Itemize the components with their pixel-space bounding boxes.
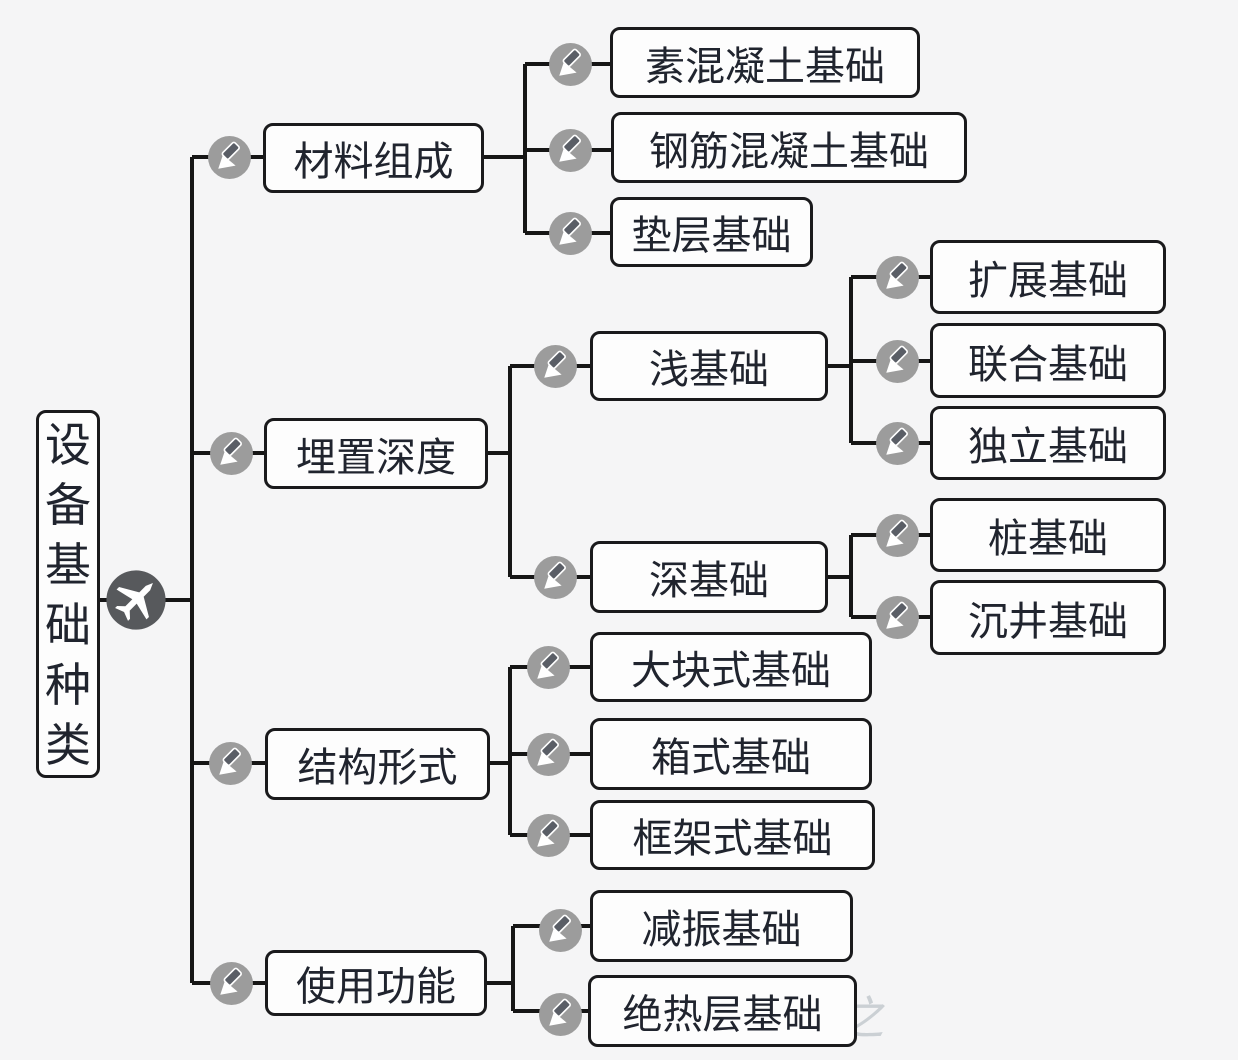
pencil-edit-icon[interactable] xyxy=(548,42,593,87)
pencil-edit-icon[interactable] xyxy=(875,421,920,466)
pencil-edit-icon[interactable] xyxy=(526,813,571,858)
node-expanded-foundation[interactable]: 扩展基础 xyxy=(930,240,1166,314)
pencil-edit-icon[interactable] xyxy=(526,732,571,777)
pencil-edit-icon[interactable] xyxy=(875,513,920,558)
pencil-edit-icon[interactable] xyxy=(533,555,578,600)
node-pile-foundation[interactable]: 桩基础 xyxy=(930,498,1166,572)
pencil-edit-icon[interactable] xyxy=(209,961,254,1006)
node-reinforced-concrete-foundation[interactable]: 钢筋混凝土基础 xyxy=(611,112,967,183)
node-plain-concrete-foundation[interactable]: 素混凝土基础 xyxy=(610,27,920,98)
pencil-edit-icon[interactable] xyxy=(548,211,593,256)
pencil-edit-icon[interactable] xyxy=(208,741,253,786)
pencil-edit-icon[interactable] xyxy=(538,992,583,1037)
node-independent-foundation[interactable]: 独立基础 xyxy=(930,406,1166,480)
pencil-edit-icon[interactable] xyxy=(875,255,920,300)
pencil-edit-icon[interactable] xyxy=(538,908,583,953)
branch-burial-depth[interactable]: 埋置深度 xyxy=(264,418,488,489)
pencil-edit-icon[interactable] xyxy=(209,431,254,476)
branch-structural-form[interactable]: 结构形式 xyxy=(265,728,490,800)
node-combined-foundation[interactable]: 联合基础 xyxy=(930,323,1166,398)
node-shallow-foundation[interactable]: 浅基础 xyxy=(590,331,828,401)
pencil-edit-icon[interactable] xyxy=(526,645,571,690)
airplane-icon[interactable] xyxy=(105,569,167,631)
root-node[interactable]: 设备基础种类 xyxy=(36,410,100,778)
pencil-edit-icon[interactable] xyxy=(533,344,578,389)
node-deep-foundation[interactable]: 深基础 xyxy=(590,541,828,613)
branch-usage-function[interactable]: 使用功能 xyxy=(265,950,487,1016)
node-cushion-foundation[interactable]: 垫层基础 xyxy=(610,197,813,267)
pencil-edit-icon[interactable] xyxy=(875,339,920,384)
node-vibration-damping-foundation[interactable]: 减振基础 xyxy=(590,890,853,962)
node-frame-foundation[interactable]: 框架式基础 xyxy=(590,800,875,870)
node-box-foundation[interactable]: 箱式基础 xyxy=(590,718,872,790)
node-caisson-foundation[interactable]: 沉井基础 xyxy=(930,580,1166,655)
node-thermal-insulation-foundation[interactable]: 绝热层基础 xyxy=(588,975,857,1047)
pencil-edit-icon[interactable] xyxy=(875,595,920,640)
node-block-foundation[interactable]: 大块式基础 xyxy=(590,632,872,702)
pencil-edit-icon[interactable] xyxy=(548,128,593,173)
pencil-edit-icon[interactable] xyxy=(207,135,252,180)
branch-material-composition[interactable]: 材料组成 xyxy=(263,123,484,193)
